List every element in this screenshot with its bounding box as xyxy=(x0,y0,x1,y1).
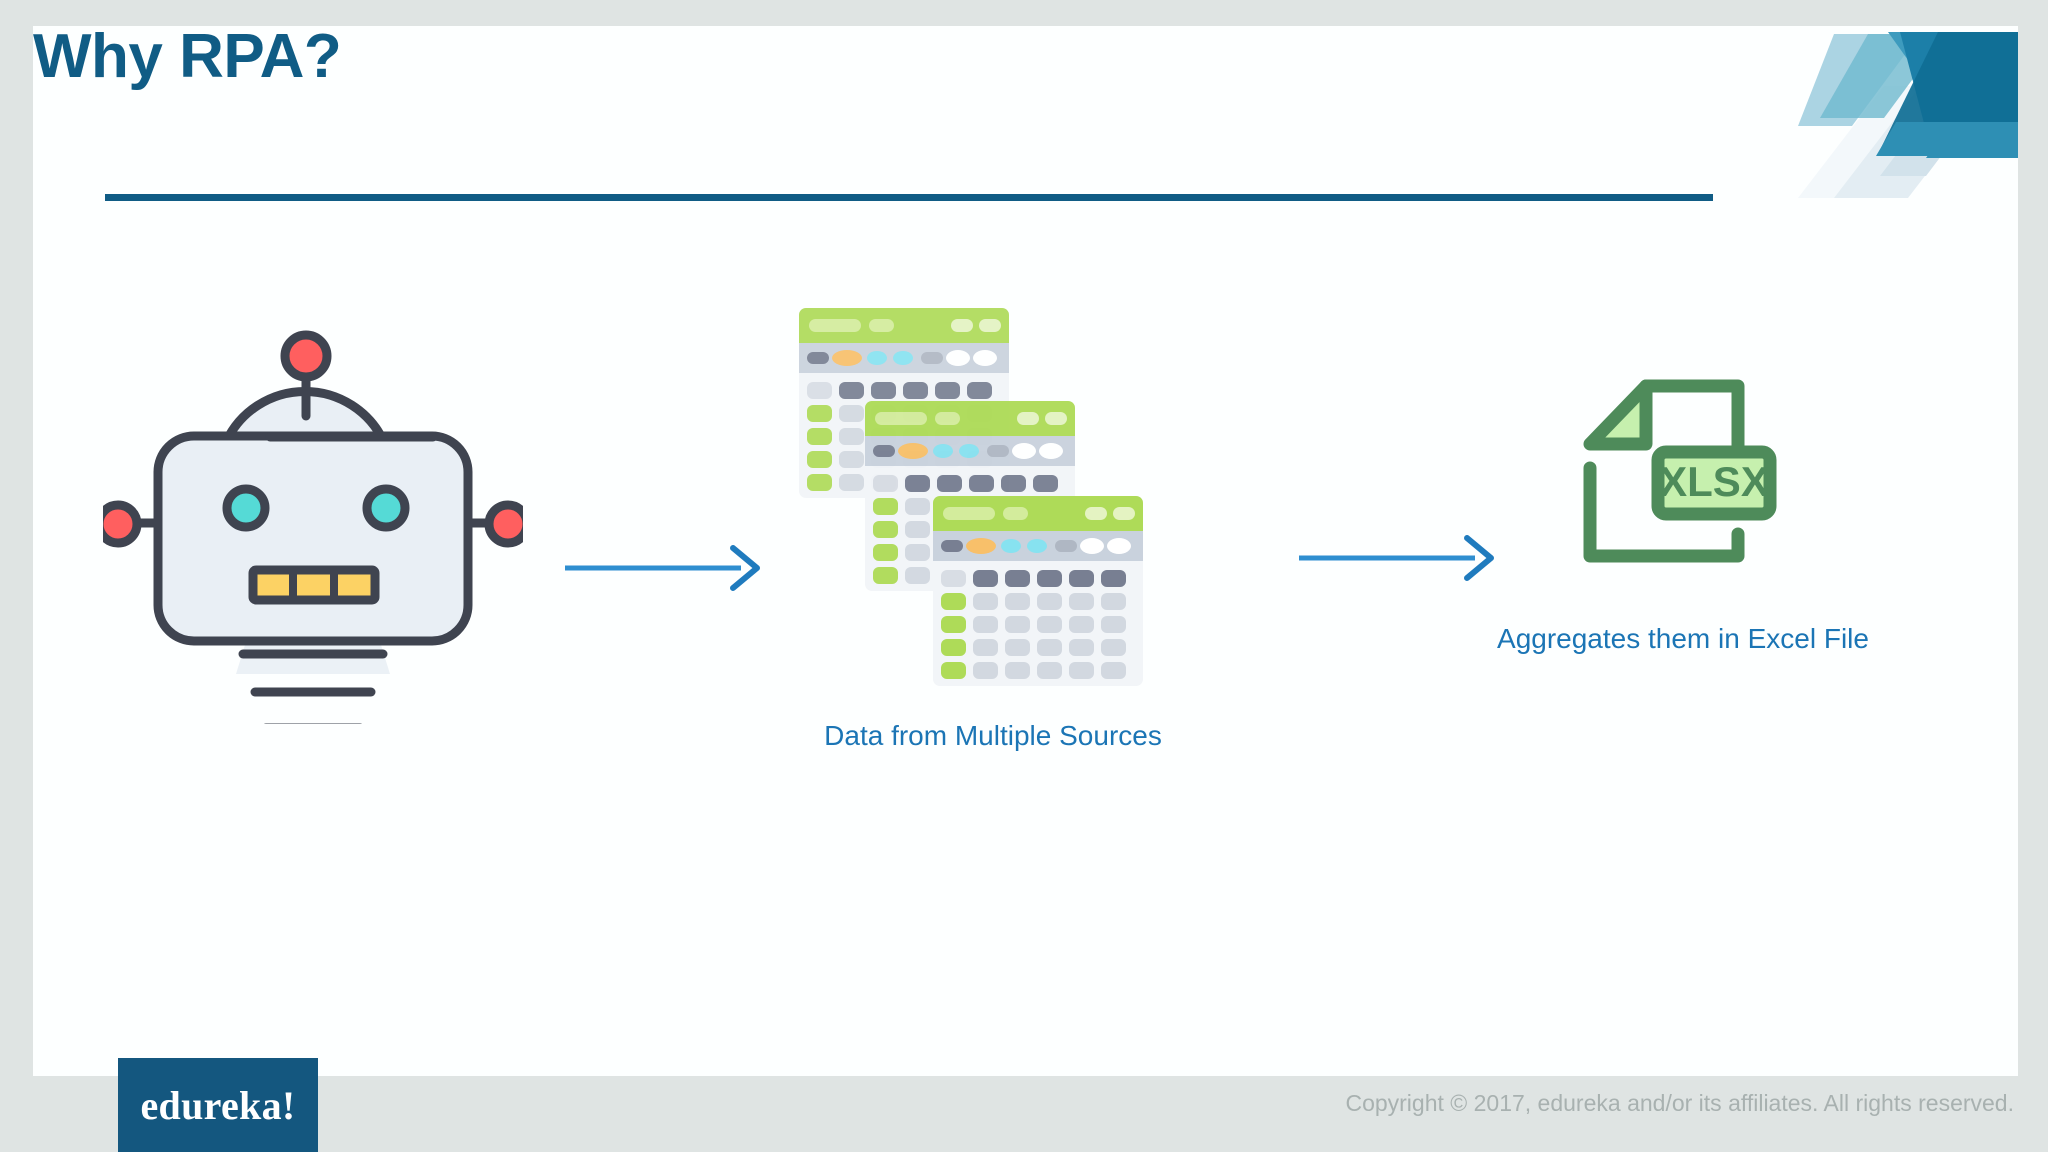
flow-stage-sources: Data from Multiple Sources xyxy=(733,296,1253,752)
xlsx-file-icon: XLSX xyxy=(1433,366,1933,581)
robot-icon xyxy=(63,324,563,724)
copyright-text: Copyright © 2017, edureka and/or its aff… xyxy=(1345,1090,2014,1116)
flow-stage-robot xyxy=(63,324,563,724)
flow-stage-excel: XLSX Aggregates them in Excel File xyxy=(1433,366,1933,655)
title-underline-rule xyxy=(105,194,1713,201)
page-title: Why RPA? xyxy=(33,26,342,91)
caption-excel: Aggregates them in Excel File xyxy=(1497,623,1869,654)
flow-diagram: Data from Multiple Sources xyxy=(33,306,2018,866)
brand-logo-text: edureka! xyxy=(140,1082,296,1128)
xlsx-label: XLSX xyxy=(1659,458,1769,505)
footer-band xyxy=(0,1076,2048,1152)
slide-canvas: Why RPA? xyxy=(33,26,2018,1076)
caption-sources: Data from Multiple Sources xyxy=(824,720,1162,751)
flow-arrow-2 xyxy=(1295,528,1505,588)
flow-arrow-1 xyxy=(561,538,771,598)
brand-logo: edureka! xyxy=(118,1058,318,1152)
spreadsheet-stack-icon xyxy=(733,296,1253,696)
